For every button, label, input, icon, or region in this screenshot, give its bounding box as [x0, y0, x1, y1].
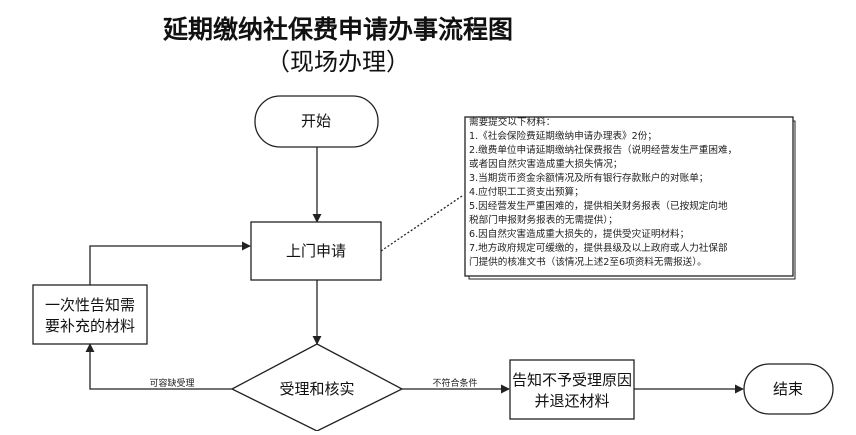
note-line-4: 3.当期货币资金余额情况及所有银行存款账户的对账单；	[469, 172, 708, 184]
apply-label: 上门申请	[286, 242, 346, 260]
reject-label-line1: 告知不予受理原因	[512, 371, 632, 389]
review-label: 受理和核实	[279, 380, 354, 398]
start-node: 开始	[254, 95, 379, 148]
end-terminator	[743, 363, 834, 415]
note-line-1: 1.《社会保险费延期缴纳申请办理表》2份；	[469, 130, 657, 142]
page-title: 延期缴纳社保费申请办事流程图	[162, 15, 513, 44]
end-label: 结束	[773, 380, 803, 398]
note-line-8: 6.因自然灾害造成重大损失的，提供受灾证明材料；	[469, 228, 689, 240]
notify-node: 一次性告知需 要补充的材料	[32, 284, 148, 345]
edge-notify-to-apply	[89, 241, 251, 285]
materials-note-shadow	[468, 120, 796, 280]
edge-label-incomplete: 可容缺受理	[149, 377, 194, 389]
note-line-6: 5.因经营发生严重困难的，提供相关财务报表（已按规定向地	[469, 200, 728, 212]
reject-label-line2: 并退还材料	[534, 392, 609, 410]
note-line-0: 需要提交以下材料：	[469, 116, 555, 128]
edges	[85, 147, 744, 394]
note-line-3: 或者因自然灾害造成重大损失情况；	[469, 158, 623, 170]
note-line-5: 4.应付职工工资支出预算；	[469, 186, 584, 198]
apply-node: 上门申请	[250, 221, 382, 281]
notify-label-line2: 要补充的材料	[45, 317, 135, 335]
reject-process-box	[509, 359, 635, 420]
notify-process-box	[32, 284, 148, 345]
note-line-7: 税部门申报财务报表的无需提供）；	[469, 214, 618, 226]
review-node: 受理和核实	[230, 343, 404, 432]
materials-note: 需要提交以下材料： 1.《社会保险费延期缴纳申请办理表》2份； 2.缴费单位申请…	[464, 116, 796, 280]
apply-process-box	[250, 221, 382, 281]
notify-label-line1: 一次性告知需	[45, 296, 135, 314]
end-node: 结束	[743, 363, 834, 415]
edge-label-not-compliant: 不符合条件	[432, 377, 477, 389]
note-line-9: 7.地方政府规定可缓缴的，提供县级及以上政府或人力社保部	[469, 242, 728, 254]
reject-node: 告知不予受理原因 并退还材料	[509, 359, 635, 420]
edge-review-to-notify	[85, 343, 232, 390]
note-line-10: 门提供的核准文书（该情况上述2至6项资料无需报送）。	[469, 256, 707, 268]
start-label: 开始	[301, 112, 331, 130]
materials-note-box	[464, 116, 794, 277]
note-connector	[380, 195, 463, 252]
note-line-2: 2.缴费单位申请延期缴纳社保费报告（说明经营发生严重困难，	[469, 144, 737, 156]
page-subtitle: （现场办理）	[266, 48, 410, 76]
start-terminator	[254, 95, 379, 148]
